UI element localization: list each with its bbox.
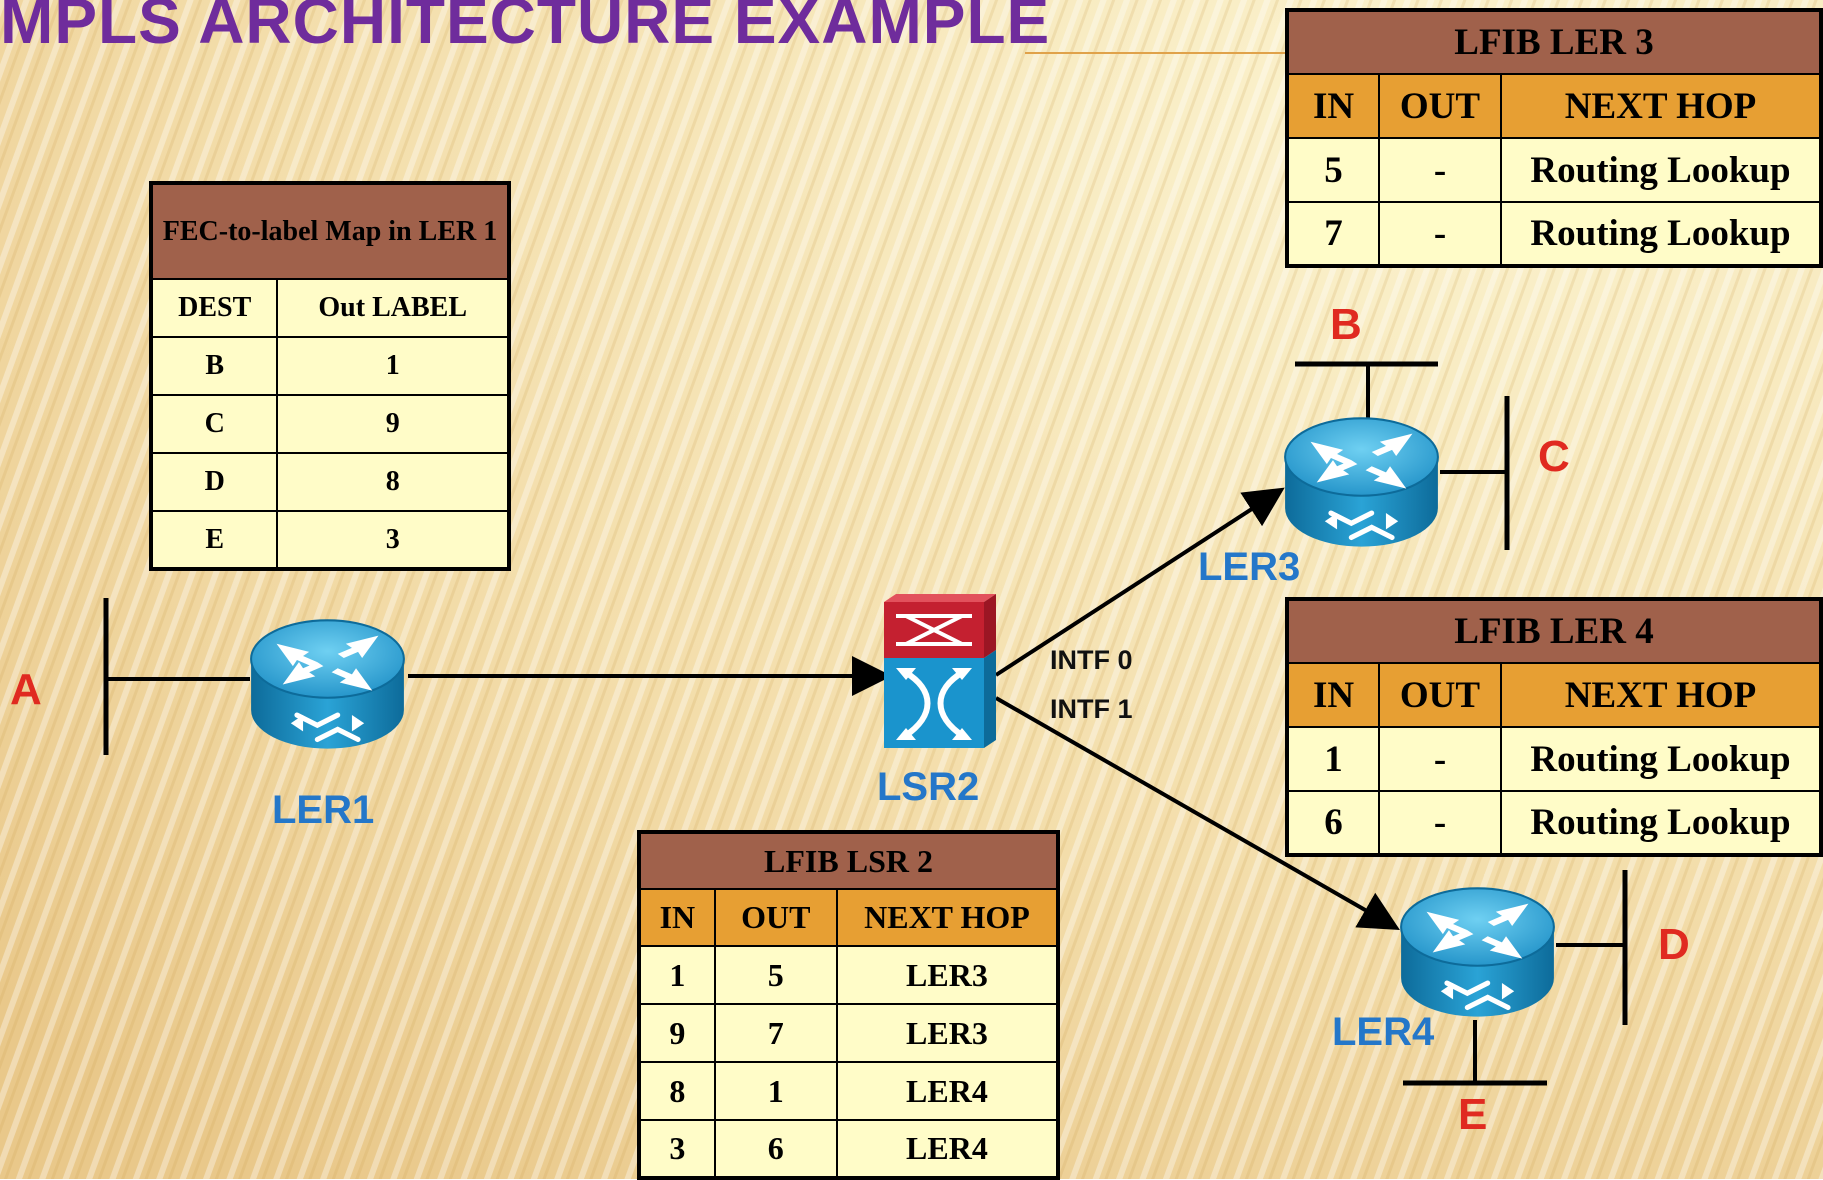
lsr2-label: LSR2 <box>877 765 980 809</box>
router-icon <box>251 620 404 748</box>
table-row: 9 7 LER3 <box>638 1003 1060 1063</box>
table-cell: Routing Lookup <box>1500 726 1822 792</box>
column-header: DEST <box>149 278 279 338</box>
table-title: LFIB LER 3 <box>1286 9 1822 75</box>
destination-d-label: D <box>1658 920 1690 969</box>
fec-to-label-map-table: FEC-to-label Map in LER 1 DEST Out LABEL… <box>149 181 511 571</box>
link-lsr2-ler4 <box>995 696 1400 930</box>
lfib-lsr2-table: LFIB LSR 2 IN OUT NEXT HOP 1 5 LER3 9 7 … <box>637 830 1060 1180</box>
column-header: IN <box>1286 73 1380 139</box>
column-header: OUT <box>1378 73 1502 139</box>
table-cell: 1 <box>713 1061 838 1121</box>
table-cell: C <box>149 394 279 454</box>
table-cell: LER3 <box>835 945 1060 1005</box>
column-header: OUT <box>1378 662 1502 728</box>
table-cell: 6 <box>1286 790 1380 856</box>
table-cell: 5 <box>1286 137 1380 203</box>
label-switch-router-icon <box>884 594 996 748</box>
table-cell: 8 <box>276 452 510 512</box>
table-cell: Routing Lookup <box>1500 201 1822 267</box>
table-cell: - <box>1378 726 1502 792</box>
table-row: 8 1 LER4 <box>638 1061 1060 1121</box>
column-header: IN <box>638 888 716 947</box>
table-title: LFIB LER 4 <box>1286 598 1822 664</box>
lfib-ler4-table: LFIB LER 4 IN OUT NEXT HOP 1 - Routing L… <box>1285 597 1823 857</box>
router-icon <box>1285 418 1438 546</box>
slide-title: MPLS ARCHITECTURE EXAMPLE <box>0 0 1051 57</box>
table-cell: 9 <box>638 1003 716 1063</box>
table-cell: 1 <box>276 336 510 396</box>
title-rule <box>1025 52 1285 54</box>
interface-0-label: INTF 0 <box>1050 645 1133 675</box>
destination-e-label: E <box>1458 1090 1488 1139</box>
table-cell: - <box>1378 201 1502 267</box>
router-icon <box>1401 888 1554 1016</box>
column-header: NEXT HOP <box>835 888 1060 947</box>
table-row: 1 5 LER3 <box>638 945 1060 1005</box>
ler4-label: LER4 <box>1332 1010 1435 1054</box>
table-cell: LER3 <box>835 1003 1060 1063</box>
column-header: NEXT HOP <box>1500 662 1822 728</box>
table-row: 7 - Routing Lookup <box>1286 201 1822 267</box>
table-row: 1 - Routing Lookup <box>1286 726 1822 792</box>
ler1-label: LER1 <box>272 788 375 832</box>
table-title: FEC-to-label Map in LER 1 <box>150 182 510 280</box>
table-cell: E <box>149 510 279 570</box>
table-title: LFIB LSR 2 <box>638 831 1059 890</box>
table-cell: 3 <box>638 1119 716 1179</box>
table-cell: - <box>1378 137 1502 203</box>
destination-b-label: B <box>1330 300 1362 349</box>
table-row: 6 - Routing Lookup <box>1286 790 1822 856</box>
table-cell: LER4 <box>835 1061 1060 1121</box>
lfib-ler3-table: LFIB LER 3 IN OUT NEXT HOP 5 - Routing L… <box>1285 8 1823 268</box>
table-cell: LER4 <box>835 1119 1060 1179</box>
column-header: IN <box>1286 662 1380 728</box>
ler3-label: LER3 <box>1198 545 1301 589</box>
table-row: 3 6 LER4 <box>638 1119 1060 1179</box>
table-row: D 8 <box>149 452 510 512</box>
table-cell: 7 <box>713 1003 838 1063</box>
table-cell: Routing Lookup <box>1500 137 1822 203</box>
table-cell: Routing Lookup <box>1500 790 1822 856</box>
column-header: OUT <box>713 888 838 947</box>
column-header: NEXT HOP <box>1500 73 1822 139</box>
interface-1-label: INTF 1 <box>1050 694 1133 724</box>
table-cell: 6 <box>713 1119 838 1179</box>
destination-a-label: A <box>10 665 42 714</box>
table-cell: 1 <box>638 945 716 1005</box>
column-header: Out LABEL <box>276 278 510 338</box>
table-cell: 3 <box>276 510 510 570</box>
table-cell: 8 <box>638 1061 716 1121</box>
table-row: E 3 <box>149 510 510 570</box>
table-cell: 9 <box>276 394 510 454</box>
table-cell: B <box>149 336 279 396</box>
table-row: C 9 <box>149 394 510 454</box>
table-row: B 1 <box>149 336 510 396</box>
table-cell: - <box>1378 790 1502 856</box>
link-lsr2-ler3 <box>994 487 1285 677</box>
table-cell: 1 <box>1286 726 1380 792</box>
table-cell: D <box>149 452 279 512</box>
table-cell: 5 <box>713 945 838 1005</box>
destination-c-label: C <box>1538 432 1570 481</box>
table-row: 5 - Routing Lookup <box>1286 137 1822 203</box>
table-cell: 7 <box>1286 201 1380 267</box>
